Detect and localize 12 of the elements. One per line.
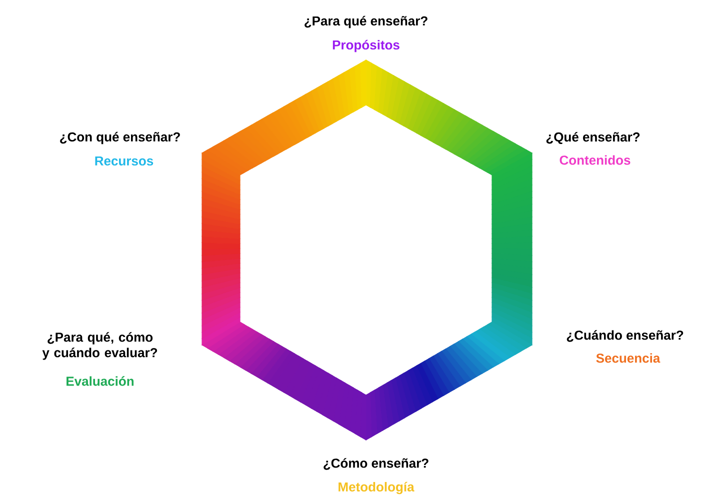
question-text: ¿Para qué enseñar? — [304, 16, 428, 28]
category-label: Contenidos — [560, 155, 630, 165]
category-label: Recursos — [95, 156, 154, 166]
question-text: ¿Qué enseñar? — [546, 132, 640, 144]
category-label: Metodología — [338, 482, 414, 494]
question-text: ¿Cuándo enseñar? — [566, 330, 684, 342]
question-text: ¿Para qué, cómo y cuándo evaluar? — [42, 332, 158, 360]
category-label: Secuencia — [596, 353, 660, 363]
category-label: Propósitos — [332, 40, 400, 52]
question-text: ¿Cómo enseñar? — [324, 458, 428, 470]
category-label: Evaluación — [66, 376, 134, 386]
question-text: ¿Con qué enseñar? — [60, 132, 180, 144]
